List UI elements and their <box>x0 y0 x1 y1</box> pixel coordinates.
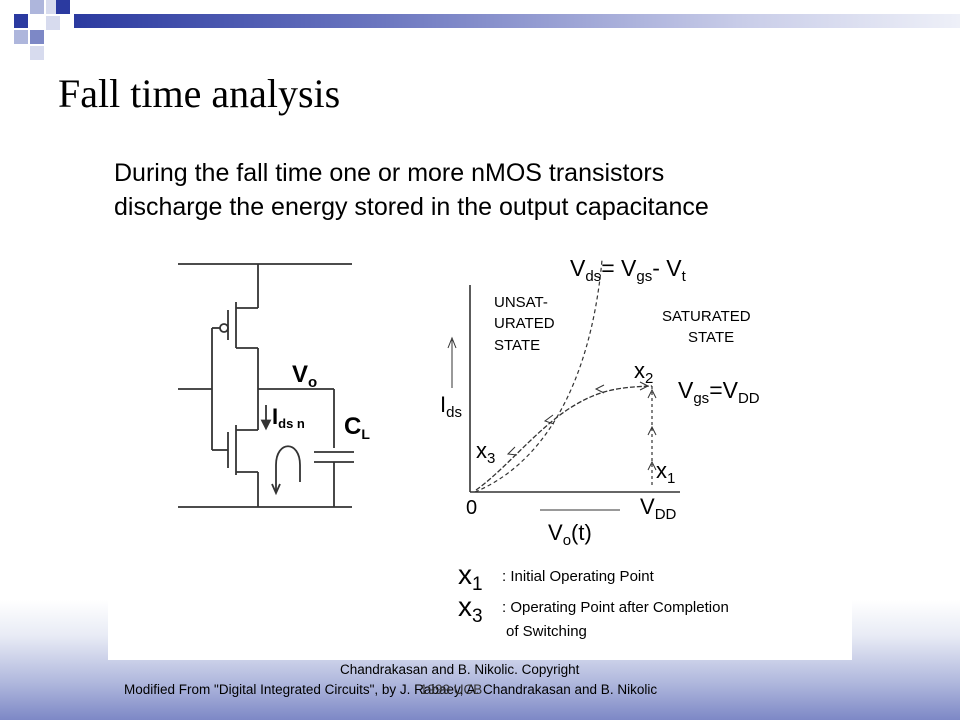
point-x3-label: x3 <box>476 438 495 467</box>
unsat-label-line-3: STATE <box>494 337 540 354</box>
origin-label: 0 <box>466 497 477 519</box>
vdd-tick-label: VDD <box>640 494 677 523</box>
legend-x3-symbol: x3 <box>458 591 483 627</box>
corner-square-light-4 <box>46 16 60 30</box>
corner-square-mid-1 <box>30 30 44 44</box>
corner-square-light-3 <box>14 30 28 44</box>
point-x2-label: x2 <box>634 358 653 387</box>
x-axis-label: Vo(t) <box>548 520 592 549</box>
legend-x1-symbol: x1 <box>458 559 483 595</box>
corner-square-light-5 <box>30 46 44 60</box>
content-panel <box>108 150 852 660</box>
iv-plot <box>447 259 680 511</box>
legend-x3-text: : Operating Point after Completion <box>502 599 729 616</box>
boundary-curve <box>474 259 603 493</box>
output-node-label: Vo <box>292 361 317 391</box>
corner-square-light-1 <box>30 0 44 14</box>
sat-label-line-2: STATE <box>688 329 734 346</box>
boundary-equation-label: Vds= Vgs- Vt <box>570 255 687 285</box>
plot-labels: Vds= Vgs- Vt UNSAT- URATED STATE SATURAT… <box>440 255 760 549</box>
description-line-2: discharge the energy stored in the outpu… <box>114 193 709 221</box>
corner-square-dark-1 <box>14 14 28 28</box>
footer-copyright-line-1: Chandrakasan and B. Nikolic. Copyright <box>340 662 580 677</box>
point-x1-label: x1 <box>656 458 675 487</box>
discharge-loop-arrow <box>275 445 301 492</box>
y-axis-label: Ids <box>440 392 462 421</box>
inverter-circuit <box>178 263 354 508</box>
capacitor-label: CL <box>344 413 370 442</box>
circuit-labels: Vo Ids n CL <box>272 361 370 442</box>
corner-square-dark-2 <box>56 0 70 14</box>
footer-copyright-year: 1999 UCB <box>420 682 483 697</box>
diagram-legend: x1 : Initial Operating Point x3 : Operat… <box>458 559 729 640</box>
unsat-label-line-2: URATED <box>494 315 555 332</box>
slide-description: During the fall time one or more nMOS tr… <box>114 156 854 224</box>
footer-copyright-line-2: Modified From "Digital Integrated Circui… <box>124 682 658 697</box>
legend-x3-text-cont: of Switching <box>506 623 587 640</box>
pmos-bubble <box>219 323 229 333</box>
current-label: Ids n <box>272 404 305 431</box>
discharge-trajectory <box>475 385 653 491</box>
unsat-label-line-1: UNSAT- <box>494 294 548 311</box>
slide-title: Fall time analysis <box>58 71 341 116</box>
header-gradient-bar <box>74 14 960 28</box>
legend-x1-text: : Initial Operating Point <box>502 568 655 585</box>
description-line-1: During the fall time one or more nMOS tr… <box>114 159 665 187</box>
sat-label-line-1: SATURATED <box>662 308 751 325</box>
vgs-vdd-label: Vgs=VDD <box>678 377 760 407</box>
